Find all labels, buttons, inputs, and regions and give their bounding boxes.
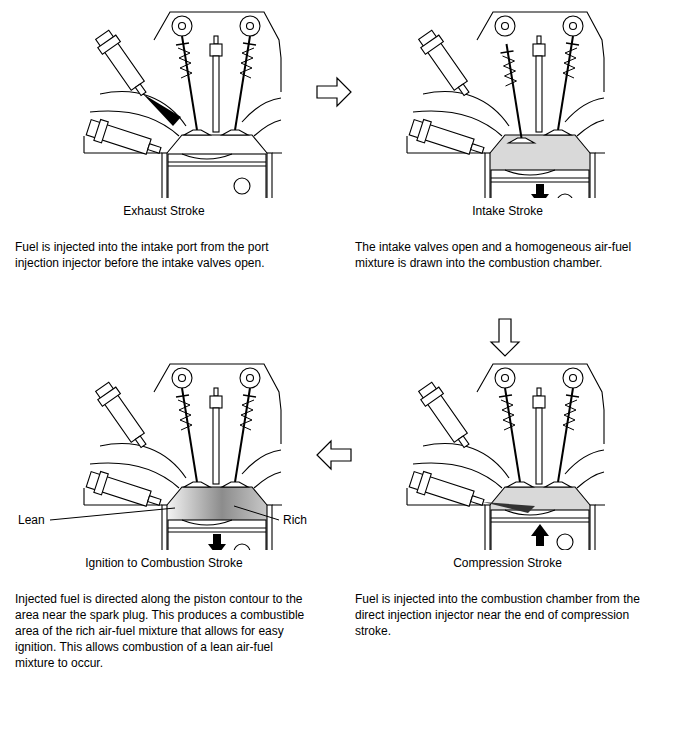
stroke-panel: Ignition to Combustion StrokeInjected fu… <box>15 360 313 671</box>
mixture-label: Rich <box>283 513 307 527</box>
ignition-stroke-figure <box>84 364 282 550</box>
cylinder-head <box>407 12 605 198</box>
fuel-spray <box>483 502 535 513</box>
exhaust-valve <box>545 36 579 135</box>
intake-valve <box>176 388 210 487</box>
intake-valve <box>499 388 533 487</box>
flow-arrow <box>317 78 351 106</box>
flow-arrow <box>317 441 351 469</box>
piston <box>491 510 589 550</box>
piston-group <box>491 170 589 198</box>
intake-valve <box>501 44 535 143</box>
cylinder-head <box>84 12 282 198</box>
mixture-label: Lean <box>18 513 45 527</box>
piston <box>491 170 589 198</box>
stroke-title: Ignition to Combustion Stroke <box>15 555 313 571</box>
piston-group <box>168 520 266 550</box>
piston <box>168 154 266 198</box>
motion-arrow <box>531 184 549 198</box>
compression-stroke-figure <box>407 364 605 550</box>
cylinder-head <box>407 364 605 550</box>
intake-stroke-figure <box>407 12 605 198</box>
stroke-description: The intake valves open and a homogeneous… <box>355 239 660 271</box>
motion-arrow <box>531 524 549 546</box>
stroke-panel: Compression StrokeFuel is injected into … <box>355 360 660 660</box>
stroke-description: Fuel is injected into the combustion cha… <box>355 591 660 639</box>
fuel-spray <box>143 94 181 126</box>
stroke-title: Compression Stroke <box>355 555 660 571</box>
leader-line <box>50 508 175 520</box>
exhaust-stroke-figure <box>84 12 282 198</box>
stroke-description: Fuel is injected into the intake port fr… <box>15 239 313 271</box>
stroke-title: Intake Stroke <box>355 203 660 219</box>
stroke-title: Exhaust Stroke <box>15 203 313 219</box>
exhaust-valve <box>222 36 256 135</box>
flow-arrow <box>491 319 519 356</box>
motion-arrow <box>208 534 226 550</box>
stroke-panel: Intake StrokeThe intake valves open and … <box>355 5 660 315</box>
exhaust-valve <box>545 388 579 487</box>
piston <box>168 520 266 550</box>
cylinder-head <box>84 364 282 550</box>
leader-line <box>234 506 279 520</box>
stroke-panel: Exhaust StrokeFuel is injected into the … <box>15 5 313 315</box>
exhaust-valve <box>222 388 256 487</box>
stroke-description: Injected fuel is directed along the pist… <box>15 591 313 671</box>
piston-group <box>491 510 589 550</box>
intake-valve <box>176 36 210 135</box>
